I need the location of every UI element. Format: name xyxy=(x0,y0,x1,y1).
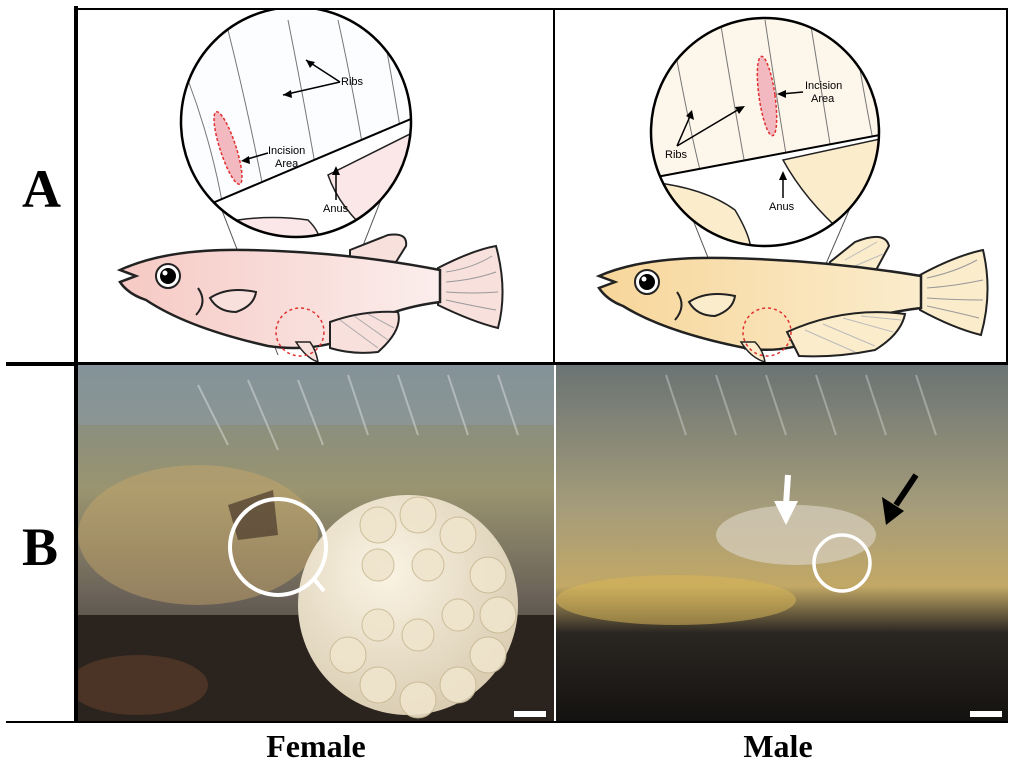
incision-label-line2: Area xyxy=(275,158,299,170)
diagram-male: Incision Area Ribs Anus xyxy=(555,10,1008,364)
diagram-male-panel: Incision Area Ribs Anus xyxy=(554,8,1008,364)
column-label-female: Female xyxy=(78,730,554,762)
anus-label: Anus xyxy=(769,201,795,213)
photo-female xyxy=(78,365,554,722)
pupil xyxy=(160,268,176,284)
incision-label-line1: Incision xyxy=(805,80,842,92)
incision-label-line2: Area xyxy=(811,93,835,105)
anal-fin xyxy=(330,312,399,353)
row-label-a: A xyxy=(22,162,61,216)
diagram-female-panel: Ribs Incision Area Anus xyxy=(78,8,554,364)
photo-male xyxy=(556,365,1008,722)
diagram-female: Ribs Incision Area Anus xyxy=(78,10,554,364)
row-label-b: B xyxy=(22,520,58,574)
scale-bar xyxy=(970,711,1002,717)
anus-label: Anus xyxy=(323,203,349,215)
pupil xyxy=(639,274,655,290)
scale-bar xyxy=(514,711,546,717)
photo-female-panel xyxy=(78,365,554,722)
row-divider-left xyxy=(6,362,78,366)
incision-label-line1: Incision xyxy=(268,145,305,157)
ribs-label: Ribs xyxy=(341,76,364,88)
bottom-border xyxy=(6,721,1008,723)
ribs-label: Ribs xyxy=(665,149,688,161)
photo-male-panel xyxy=(556,365,1008,722)
tail-fin xyxy=(438,246,503,328)
column-label-male: Male xyxy=(540,730,1013,762)
tail-fin xyxy=(920,250,988,335)
zoom-detail-male xyxy=(645,10,885,250)
